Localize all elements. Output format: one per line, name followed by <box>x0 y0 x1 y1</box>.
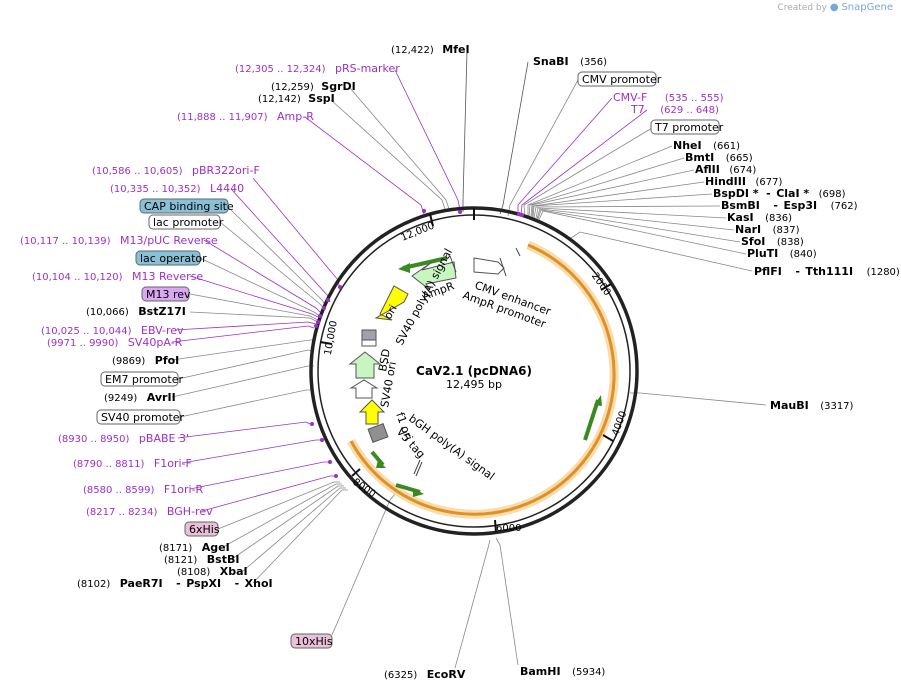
primer-pbr322ori-f: (10,586 .. 10,605) pBR322ori-F <box>92 164 260 177</box>
enzyme-hindiii: HindIII (677) <box>705 175 782 188</box>
enzyme-maubi: MauBI (3317) <box>770 399 854 412</box>
box-lac-operator: lac operator <box>140 252 207 265</box>
tick-8000: 8000 <box>350 477 377 501</box>
plasmid-length: 12,495 bp <box>446 378 502 391</box>
enzyme-paer7i-pspxi-xhoi: (8102) PaeR7I - PspXI - XhoI <box>77 577 273 590</box>
box-cap-binding-site: CAP binding site <box>144 200 234 213</box>
box-m13-rev: M13 rev <box>146 288 191 301</box>
enzyme-ecorv: (6325) EcoRV <box>384 668 466 681</box>
primer-bgh-rev: (8217 .. 8234) BGH-rev <box>86 505 213 518</box>
primer-prs-marker: (12,305 .. 12,324) pRS-marker <box>235 62 400 75</box>
primer-f1ori-f: (8790 .. 8811) F1ori-F <box>73 457 192 470</box>
enzyme-agei: (8171) AgeI <box>159 541 230 554</box>
cds-arc <box>347 240 619 519</box>
ampr-arrow <box>411 261 457 291</box>
primer-labels: (12,305 .. 12,324) pRS-marker (11,888 ..… <box>20 62 724 518</box>
enzyme-pfoi: (9869) PfoI <box>112 354 179 367</box>
em7-box <box>361 339 377 347</box>
backbone-ticks <box>319 208 614 533</box>
sv40-promoter-arrow <box>349 379 379 399</box>
enzyme-bsmbi-esp3i: BsmBI - Esp3I (762) <box>721 199 858 212</box>
v5-tag-box <box>367 423 389 443</box>
box-sv40-promoter: SV40 promoter <box>101 411 185 424</box>
enzyme-nari: NarI (837) <box>735 223 800 236</box>
credit-brand: SnapGene <box>841 2 893 13</box>
tick-6000: 6000 <box>496 523 521 534</box>
primer-pbabe-3: (8930 .. 8950) pBABE 3' <box>58 432 189 445</box>
enzyme-bspdi-clai: BspDI * - ClaI * (698) <box>713 187 846 200</box>
sv40-polya-box <box>361 329 377 341</box>
enzyme-xbai: (8108) XbaI <box>177 565 248 578</box>
primer-markers <box>310 209 524 478</box>
enzyme-aflii: AflII (674) <box>695 163 756 176</box>
enzyme-mfei: (12,422) MfeI <box>391 43 470 56</box>
primer-f1ori-r: (8580 .. 8599) F1ori-R <box>83 483 204 496</box>
primer-amp-r: (11,888 .. 11,907) Amp-R <box>177 110 314 123</box>
snapgene-logo: ● <box>829 2 839 13</box>
box-t7-promoter: T7 promoter <box>654 121 724 134</box>
enzyme-avrii: (9249) AvrII <box>104 391 176 404</box>
enzyme-kasi: KasI (836) <box>727 211 792 224</box>
primer-ebv-rev: (10,025 .. 10,044) EBV-rev <box>41 324 184 337</box>
snapgene-credit: Created by ● SnapGene <box>777 2 893 13</box>
primer-cmv-f: CMV-F (535 .. 555) <box>613 91 724 104</box>
enzyme-labels: (12,422) MfeI SnaBI (356) (12,259) SgrDI… <box>77 43 900 681</box>
bsd-arrow <box>348 351 382 379</box>
box-6xhis: 6xHis <box>189 523 220 536</box>
box-lac-promoter: lac promoter <box>153 216 224 229</box>
boxed-labels: CMV promoter T7 promoter CAP binding sit… <box>96 71 724 649</box>
box-cmv-promoter: CMV promoter <box>582 73 662 86</box>
enzyme-bamhi: BamHI (5934) <box>520 665 605 678</box>
box-em7-promoter: EM7 promoter <box>105 373 183 386</box>
primer-m13-reverse: (10,104 .. 10,120) M13 Reverse <box>32 270 203 283</box>
label-bsd: BSD <box>376 348 393 373</box>
enzyme-bmti: BmtI (665) <box>685 151 753 164</box>
box-10xhis: 10xHis <box>295 635 333 648</box>
primer-l4440: (10,335 .. 10,352) L4440 <box>110 182 244 195</box>
ori-arrow <box>374 285 409 321</box>
site-marks <box>413 247 521 477</box>
feature-shapes <box>348 257 505 443</box>
f1-ori-arrow <box>358 399 386 425</box>
credit-created-by: Created by <box>777 3 827 13</box>
primer-t7: T7 (629 .. 648) <box>630 103 719 116</box>
misc-features <box>370 256 602 497</box>
enzyme-sfoi: SfoI (838) <box>741 235 804 248</box>
enzyme-bstbi: (8121) BstBI <box>164 553 239 566</box>
plasmid-name: CaV2.1 (pcDNA6) <box>416 364 532 378</box>
enzyme-nhei: NheI (661) <box>673 139 740 152</box>
enzyme-bstz17i: (10,066) BstZ17I <box>86 305 186 318</box>
enzyme-pflfi-tth111i: PflFI - Tth111I (1280) <box>754 265 900 278</box>
enzyme-snabi: SnaBI (356) <box>533 55 607 68</box>
enzyme-sgrdi: (12,259) SgrDI <box>271 80 356 93</box>
primer-m13-puc-reverse: (10,117 .. 10,139) M13/pUC Reverse <box>20 234 218 247</box>
enzyme-pluti: PluTI (840) <box>747 247 817 260</box>
primer-sv40pa-r: (9971 .. 9990) SV40pA-R <box>47 336 183 349</box>
label-ori: ori <box>381 303 399 322</box>
enzyme-sspi: (12,142) SspI <box>258 92 335 105</box>
cmv-enhancer-arrow <box>473 257 505 275</box>
